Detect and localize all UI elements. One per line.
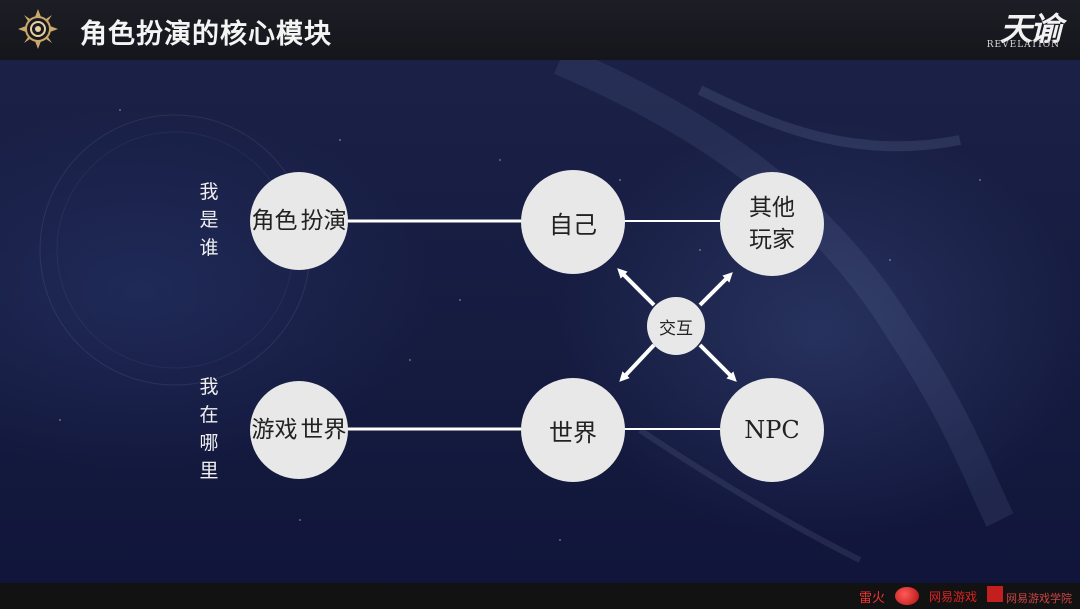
node-other-players-line2: 玩家 <box>749 227 795 253</box>
arrow-to-npc <box>698 343 737 382</box>
node-interaction-label: 交互 <box>659 318 693 339</box>
node-world: 世界 <box>521 378 625 482</box>
game-logo: 天谕 REVELATION <box>956 4 1066 54</box>
netease-games-emblem-icon <box>894 587 919 605</box>
footer-logo-academy-text: 网易游戏学院 <box>1006 592 1072 605</box>
node-npc-label: NPC <box>744 416 800 444</box>
node-self: 自己 <box>521 170 625 274</box>
node-game-world: 游戏 世界 <box>250 381 348 479</box>
logo-main-text: 天谕 <box>999 10 1062 48</box>
arrow-to-self <box>617 268 656 307</box>
academy-emblem-icon <box>987 586 1003 602</box>
node-other-players-line1: 其他 <box>749 195 795 221</box>
label-who-am-i: 我是谁 <box>199 181 219 259</box>
node-role-play-line1: 角色 <box>251 208 298 234</box>
node-game-world-line1: 游戏 <box>251 417 298 443</box>
footer-bar: 雷火 网易游戏 网易游戏学院 <box>0 583 1080 609</box>
header-bar: 角色扮演的核心模块 天谕 REVELATION <box>0 0 1080 60</box>
label-where-am-i: 我在哪里 <box>199 376 219 482</box>
node-world-label: 世界 <box>549 418 597 447</box>
node-interaction: 交互 <box>647 297 705 355</box>
footer-logo-netease-games: 网易游戏 <box>928 589 977 604</box>
footer-logo-academy: 网易游戏学院 <box>987 586 1072 606</box>
arrow-to-world <box>619 343 656 382</box>
logo-sub-text: REVELATION <box>986 40 1060 50</box>
footer-logo-leihuo: 雷火 <box>858 590 885 606</box>
page-title: 角色扮演的核心模块 <box>80 19 332 50</box>
footer-logos: 雷火 网易游戏 网易游戏学院 <box>859 583 1072 609</box>
node-npc: NPC <box>720 378 824 482</box>
gear-icon <box>18 9 58 49</box>
node-self-label: 自己 <box>549 210 597 239</box>
node-other-players: 其他 玩家 <box>720 172 824 276</box>
node-game-world-line2: 世界 <box>300 417 347 443</box>
node-role-play-line2: 扮演 <box>300 208 347 234</box>
node-role-play: 角色 扮演 <box>250 172 348 270</box>
arrow-to-others <box>698 272 733 307</box>
